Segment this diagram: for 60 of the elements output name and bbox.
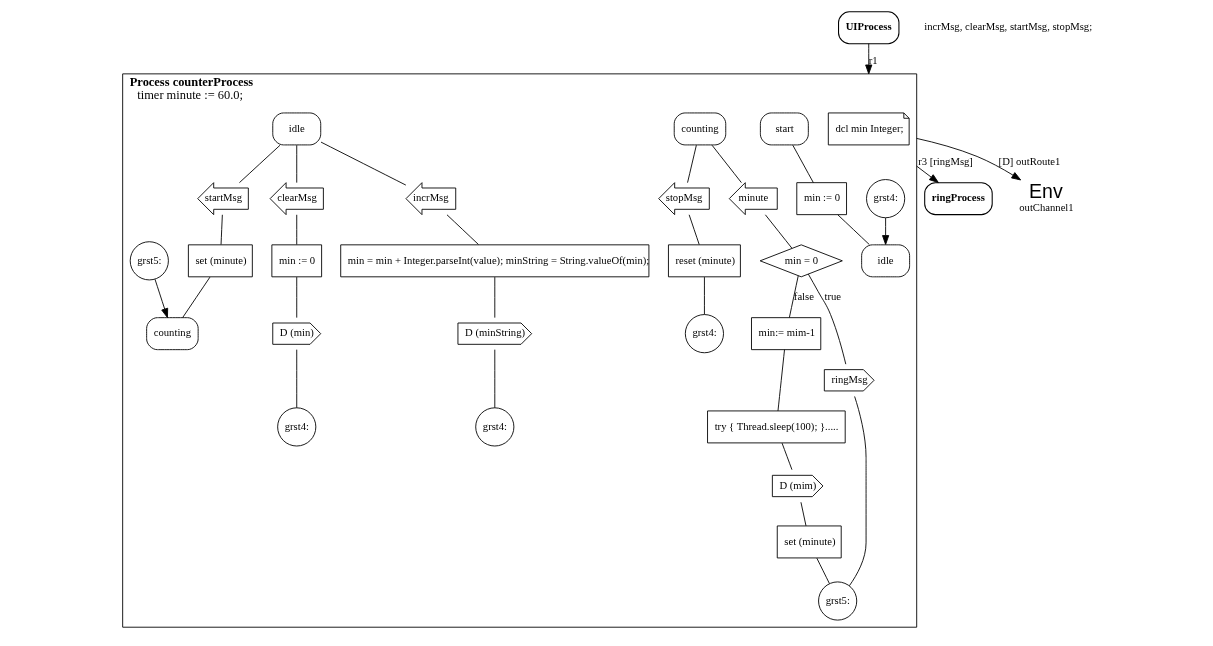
connector bbox=[446, 214, 479, 245]
connector bbox=[182, 276, 211, 319]
edge-label: r1 bbox=[868, 54, 878, 66]
node-box: counting bbox=[146, 317, 199, 351]
node-box: UIProcess bbox=[838, 11, 900, 45]
connector bbox=[296, 214, 298, 245]
node-box: min:= mim-1 bbox=[751, 317, 822, 351]
connector bbox=[764, 214, 793, 249]
node-circle: grst4: bbox=[475, 407, 515, 447]
connector bbox=[781, 442, 793, 471]
connector bbox=[703, 276, 705, 315]
connector bbox=[296, 276, 298, 319]
arrow bbox=[865, 43, 873, 75]
node-box: start bbox=[759, 112, 809, 146]
node-box: min := 0 bbox=[796, 182, 847, 216]
connector bbox=[800, 501, 807, 527]
node-box: reset (minute) bbox=[668, 244, 741, 278]
connector bbox=[494, 276, 496, 319]
edge-label: true bbox=[824, 291, 842, 302]
node-box: counting bbox=[673, 112, 727, 146]
node-label: outChannel1 bbox=[1019, 201, 1074, 213]
connector bbox=[494, 349, 496, 409]
connector bbox=[837, 214, 870, 245]
node-circle: grst4: bbox=[277, 407, 317, 447]
connector bbox=[807, 273, 847, 365]
node-box: try { Thread.sleep(100); }..... bbox=[707, 410, 846, 444]
node-box: min = min + Integer.parseInt(value); minString = String.valueOf(min); bbox=[340, 244, 650, 278]
node-box: idle bbox=[861, 244, 911, 278]
node-box: set (minute) bbox=[187, 244, 253, 278]
connector bbox=[792, 144, 814, 184]
connector bbox=[687, 144, 697, 184]
connector bbox=[296, 349, 298, 409]
edge-label: false bbox=[793, 291, 814, 302]
node-box: min := 0 bbox=[271, 244, 323, 278]
node-box: set (minute) bbox=[776, 525, 842, 559]
connector bbox=[711, 144, 742, 184]
arrow bbox=[916, 137, 1022, 181]
connector bbox=[816, 557, 830, 584]
connector bbox=[788, 275, 799, 318]
node-box: idle bbox=[272, 112, 322, 146]
node-text: Env bbox=[1029, 180, 1063, 203]
connector bbox=[688, 214, 700, 245]
node-circle: grst5: bbox=[818, 581, 858, 621]
node-circle: grst5: bbox=[129, 241, 169, 281]
edge-label: [D] outRoute1 bbox=[998, 155, 1061, 167]
edge-label: r3 [ringMsg] bbox=[918, 155, 973, 167]
node-circle: grst4: bbox=[866, 179, 906, 219]
arrow bbox=[882, 217, 890, 245]
node-circle: grst4: bbox=[684, 314, 724, 354]
arrow bbox=[916, 165, 939, 183]
label: incrMsg, clearMsg, startMsg, stopMsg; bbox=[924, 21, 1093, 33]
connector bbox=[848, 396, 867, 587]
connector bbox=[220, 214, 223, 245]
node-box: ringProcess bbox=[924, 182, 993, 216]
node-diamond: min = 0 bbox=[759, 244, 843, 278]
connector bbox=[320, 141, 407, 186]
connector bbox=[296, 144, 298, 184]
connector bbox=[777, 349, 785, 412]
connector bbox=[239, 144, 281, 184]
arrow bbox=[154, 278, 169, 318]
